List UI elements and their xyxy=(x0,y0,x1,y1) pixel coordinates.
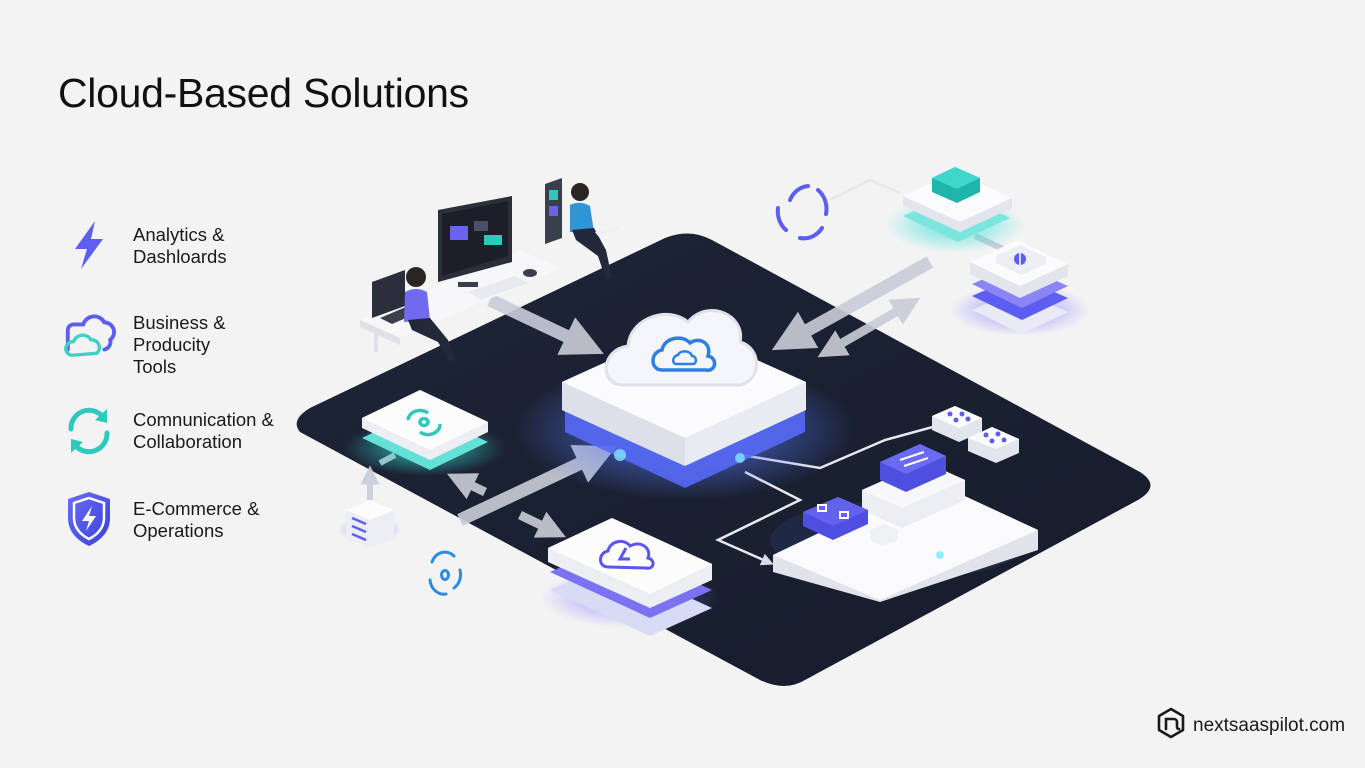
brand-url[interactable]: nextsaaspilot.com xyxy=(1193,714,1346,736)
box-icon xyxy=(932,167,980,203)
hexagon-n-logo-icon xyxy=(1156,707,1186,744)
sync-icon xyxy=(406,408,442,437)
feature-ecommerce: E-Commerce & Operations xyxy=(62,492,259,546)
shield-lightning-icon xyxy=(62,492,116,546)
feature-communication: Comnunication & Collaboration xyxy=(62,404,274,458)
feature-label: Comnunication & Collaboration xyxy=(133,409,274,452)
central-cloud-hub xyxy=(515,309,855,500)
small-sync-icon xyxy=(428,550,462,596)
teal-server-node xyxy=(885,167,1025,253)
sync-arrows-icon xyxy=(62,404,116,458)
dice-block-1 xyxy=(932,406,982,442)
stacked-clouds-icon xyxy=(62,308,116,362)
feature-label: Business & Producity Tools xyxy=(133,312,226,377)
cloud-upload-node xyxy=(540,518,720,636)
database-icon xyxy=(351,516,367,542)
feature-business-tools: Business & Producity Tools xyxy=(62,308,226,378)
brand-footer[interactable]: nextsaaspilot.com xyxy=(1156,707,1345,744)
feature-label: E-Commerce & Operations xyxy=(133,498,260,541)
cloud-upload-icon xyxy=(599,539,655,570)
stack-node xyxy=(950,240,1090,336)
feature-label: Analytics & Dashloards xyxy=(133,224,227,267)
sync-node xyxy=(345,390,505,476)
database-node xyxy=(338,500,402,548)
pie-icon xyxy=(1014,253,1026,265)
refresh-cycle-icon xyxy=(775,184,829,241)
feature-analytics: Analytics & Dashloards xyxy=(62,218,227,272)
cloud-icon xyxy=(651,336,717,372)
modules-icon xyxy=(899,451,929,467)
page-title: Cloud-Based Solutions xyxy=(58,70,469,116)
app-cluster-node xyxy=(770,406,1038,602)
lightning-bolt-icon xyxy=(62,218,116,272)
workspace-illustration xyxy=(360,178,620,362)
dice-block-2 xyxy=(968,427,1019,463)
